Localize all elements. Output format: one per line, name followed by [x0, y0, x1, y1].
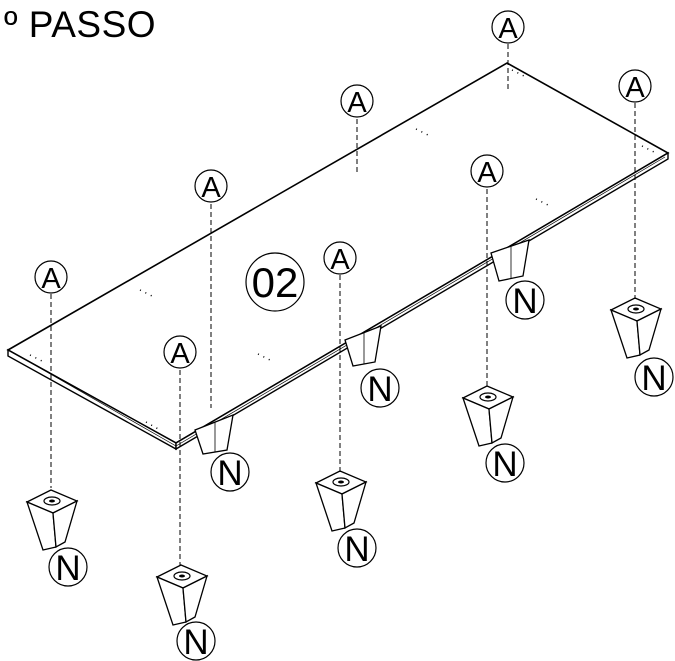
callout-foot-6: N — [337, 528, 377, 569]
callout-foot-5: N — [176, 621, 216, 661]
callout-foot-4-label: N — [55, 549, 80, 588]
mounted-feet — [194, 239, 530, 455]
loose-foot-4 — [461, 385, 515, 447]
loose-foot-3 — [314, 470, 368, 532]
step-number-badge: 02 — [245, 252, 305, 312]
callout-screw-7-label: A — [498, 13, 518, 45]
callout-foot-6-label: N — [344, 530, 369, 569]
callout-foot-3-label: N — [512, 282, 537, 321]
step-number: 02 — [252, 259, 299, 306]
table-top — [6, 62, 670, 451]
callout-screw-2: A — [163, 335, 197, 370]
callout-screw-4-label: A — [330, 244, 350, 276]
mounted-foot-3 — [490, 239, 530, 282]
mounted-foot-2 — [344, 324, 382, 367]
callout-screw-5-label: A — [347, 87, 367, 119]
loose-foot-1 — [25, 489, 79, 551]
alignment-lines — [50, 44, 636, 566]
loose-foot-2 — [155, 564, 209, 626]
foot-callouts: N N N N N N N N — [48, 280, 674, 661]
callout-screw-6-label: A — [477, 157, 497, 189]
callout-screw-8: A — [618, 69, 652, 104]
callout-foot-3: N — [505, 280, 545, 321]
callout-foot-2-label: N — [367, 370, 392, 409]
callout-screw-8-label: A — [625, 72, 645, 104]
callout-screw-2-label: A — [170, 338, 190, 370]
callout-foot-7-label: N — [492, 445, 517, 484]
screw-callouts: A A A A A A A A — [34, 10, 652, 370]
callout-foot-7: N — [485, 443, 525, 484]
step-title: º PASSO — [4, 4, 157, 45]
callout-foot-4: N — [48, 547, 88, 588]
callout-foot-8-label: N — [641, 359, 666, 398]
callout-foot-2: N — [360, 368, 400, 409]
callout-screw-5: A — [340, 84, 374, 119]
callout-screw-3-label: A — [201, 172, 221, 204]
loose-foot-5 — [609, 297, 663, 359]
callout-screw-6: A — [470, 154, 504, 189]
callout-foot-5-label: N — [183, 623, 208, 661]
loose-feet — [25, 297, 663, 626]
callout-foot-8: N — [634, 357, 674, 398]
callout-screw-4: A — [323, 241, 357, 276]
callout-foot-1-label: N — [217, 454, 242, 493]
mounted-foot-1 — [194, 413, 234, 455]
callout-screw-1-label: A — [41, 263, 61, 295]
callout-screw-3: A — [194, 169, 228, 204]
callout-screw-1: A — [34, 260, 68, 295]
callout-foot-1: N — [210, 452, 250, 493]
callout-screw-7: A — [491, 10, 525, 45]
